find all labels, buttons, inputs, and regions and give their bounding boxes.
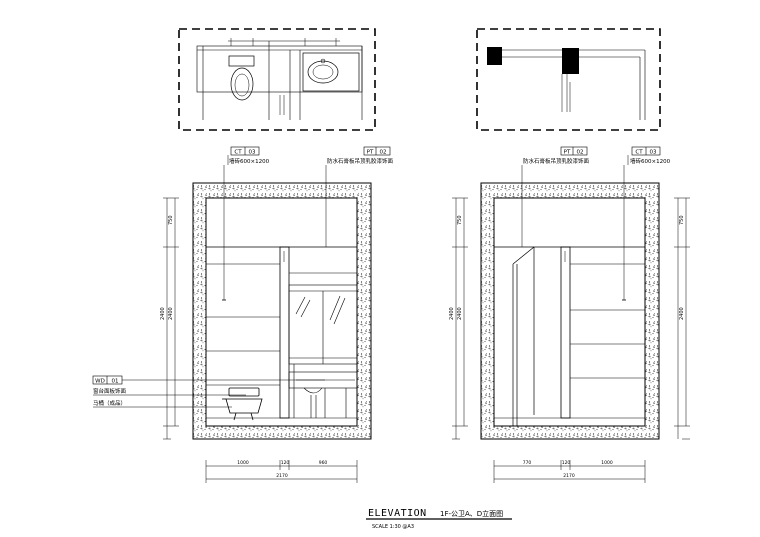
- tag-d-left: PT 02 防水石膏板吊顶乳胶漆饰面: [521, 146, 590, 247]
- title-sub: 1F-公卫A、D立面图: [440, 509, 503, 518]
- toilet-plan: [228, 55, 255, 101]
- tag-d-right-note: 墙砖600×1200: [630, 157, 671, 165]
- dim-d-mid-right: 2400: [679, 307, 685, 320]
- tag-wd: WD 01 窗台面板饰面 马桶（成品）: [92, 375, 355, 408]
- tag-d-right-code: CT: [635, 150, 643, 156]
- dim-a-seg-1: 1000: [237, 460, 249, 466]
- dim-d-top: 750: [457, 215, 463, 225]
- partition-a: [279, 246, 290, 419]
- dim-d-total: 2400: [449, 307, 455, 320]
- tag-a-left: CT 03 墙砖600×1200: [222, 146, 270, 301]
- bottom-dim-d: [493, 460, 646, 483]
- partition-d: [560, 246, 571, 419]
- plan-key-a: [178, 28, 376, 131]
- tag-d-left-note: 防水石膏板吊顶乳胶漆饰面: [523, 157, 590, 165]
- door-elevation: [512, 246, 535, 426]
- wall-section: [480, 182, 660, 440]
- title-block: ELEVATION 1F-公卫A、D立面图 SCALE 1:30 @A3: [366, 508, 512, 530]
- dim-d-seg-3: 1000: [601, 460, 613, 466]
- tag-wd-code: WD: [95, 379, 105, 385]
- tag-d-left-code: PT: [564, 150, 571, 156]
- elevation-a: 750 2400 2400 1000 120 960 2170 CT 03 墙砖…: [92, 146, 394, 483]
- column-block: [562, 48, 579, 74]
- plan-key-d: [476, 28, 661, 131]
- bottom-dim-a: [205, 460, 358, 483]
- elevation-d: 750 2400 2400 750 2400 770 120 1000 2170…: [449, 146, 690, 483]
- dim-a-top: 750: [168, 215, 174, 225]
- dim-a-total: 2170: [276, 473, 288, 479]
- tag-a-left-code: CT: [234, 150, 242, 156]
- tag-d-right-num: 03: [650, 150, 657, 156]
- tile-lines-d: [494, 263, 645, 419]
- dim-d-mid: 2400: [457, 307, 463, 320]
- tag-d-right: CT 03 墙砖600×1200: [622, 146, 671, 301]
- toilet-note: 马桶（成品）: [93, 399, 126, 407]
- dim-d-seg-2: 120: [562, 460, 571, 466]
- vertical-dim-d: [452, 197, 690, 440]
- dim-a-seg-2: 120: [281, 460, 290, 466]
- dim-a-total: 2400: [160, 307, 166, 320]
- vertical-dim-a: [163, 197, 179, 440]
- mirror-cabinet: [288, 284, 358, 418]
- tag-a-right: PT 02 防水石膏板吊顶乳胶漆饰面: [325, 146, 394, 247]
- tag-a-left-note: 墙砖600×1200: [229, 157, 270, 165]
- dim-a-seg-3: 960: [319, 460, 328, 466]
- title-main: ELEVATION: [368, 508, 427, 519]
- vanity-unit: [288, 371, 358, 418]
- title-scale: SCALE 1:30 @A3: [372, 524, 414, 530]
- dim-a-mid: 2400: [168, 307, 174, 320]
- plan-key-d-frame: [476, 28, 661, 131]
- toilet-elevation: [222, 387, 263, 421]
- dim-d-total: 2170: [563, 473, 575, 479]
- tag-wd-note: 窗台面板饰面: [93, 387, 127, 395]
- tag-a-right-note: 防水石膏板吊顶乳胶漆饰面: [327, 157, 394, 165]
- dim-d-top-right: 750: [679, 215, 685, 225]
- plan-key-a-frame: [178, 28, 376, 131]
- tag-a-left-num: 03: [249, 150, 256, 156]
- dim-d-seg-1: 770: [523, 460, 532, 466]
- tag-d-left-num: 02: [577, 150, 584, 156]
- wall-section: [192, 182, 372, 440]
- tag-wd-num: 01: [112, 379, 119, 385]
- tag-a-right-num: 02: [380, 150, 387, 156]
- tag-a-right-code: PT: [367, 150, 374, 156]
- basin-plan: [302, 52, 360, 92]
- column-block: [487, 47, 502, 65]
